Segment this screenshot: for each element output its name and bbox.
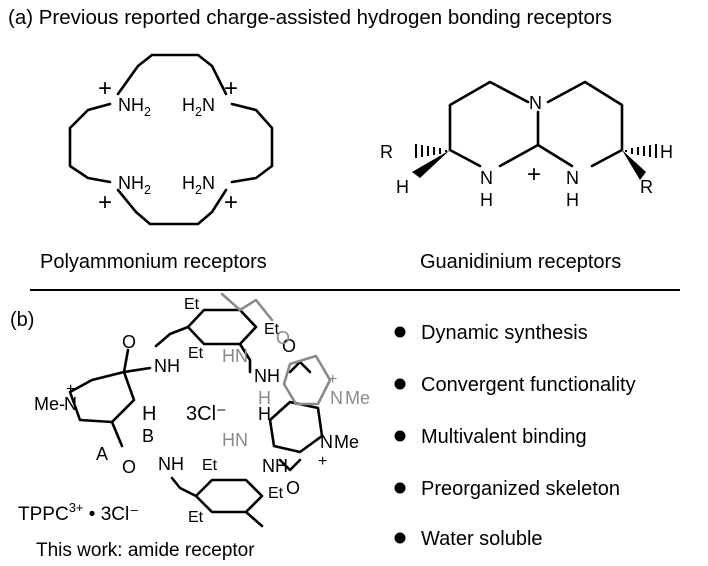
solid-wedge-left [412,150,450,178]
label-a: A [96,444,108,464]
top-amide-bond [122,348,152,374]
guan-plus: + [527,161,541,188]
rear-h: H [258,388,271,408]
guan-r-right: R [640,177,653,197]
upper-arene-ring [186,308,258,346]
rear-o-top: O [276,328,290,348]
guan-nh-left: N [480,168,493,188]
rear-hn-top: HN [222,346,248,366]
et-1: Et [184,296,200,313]
bond-left-bridge [68,102,112,184]
bond-right-bridge [230,102,274,184]
n-left: N [64,394,77,414]
plus-charge-3: + [98,189,112,216]
guan-r-left: R [380,142,393,162]
lower-arene-ring [194,478,264,514]
rear-bridge-top [238,298,274,322]
h-right: H [258,404,271,424]
bond-right-ring [546,80,624,168]
rear-hn-bottom: HN [222,430,248,450]
h2n-bottom-right: H2N [182,173,215,197]
rear-plus: + [328,371,337,388]
compound-name: TPPC3+ • 3Cl⁻ [18,500,139,525]
plus-left: + [66,381,75,398]
guanidinium-caption: Guanidinium receptors [420,251,621,273]
upper-left-ch2 [154,325,190,348]
h-left: H [142,403,156,425]
guan-n-top: N [529,93,542,113]
bullet-1 [394,326,406,338]
lower-arene-wedge [244,510,264,528]
label-b: B [142,426,154,446]
polyammonium-structure: NH2 H2N NH2 H2N + + + + [68,53,274,226]
bullet-5 [394,532,406,544]
guanidinium-structure: N N H N H R H H R + [380,80,673,210]
bottom-amide-nh: NH [158,454,184,474]
et-3: Et [188,345,204,362]
pyridinium-a-ring [68,370,136,424]
et-2: Et [264,321,280,338]
upper-arene-wedge [220,292,242,312]
rear-me: Me [345,388,370,408]
bottom-amide-o: O [122,457,136,477]
et-4: Et [202,457,218,474]
rear-pyridinium-ring [282,354,332,406]
right-nh-top: NH [254,366,280,386]
me-left: Me- [34,394,65,414]
counterion-center: 3Cl⁻ [186,403,227,425]
n-right: N [320,432,333,452]
solid-wedge-right [622,150,646,180]
hash-wedge-left [415,144,447,158]
panel-a-title: (a) Previous reported charge-assisted hy… [8,6,612,29]
guan-nh-right-h: H [566,190,579,210]
bond-center-right [536,143,574,168]
plus-right: + [318,453,327,470]
guan-nh-left-h: H [480,190,493,210]
right-amide-bottom-bond [278,458,302,472]
feature-2: Convergent functionality [421,374,636,396]
feature-3: Multivalent binding [421,426,587,448]
pyridinium-right-ring [268,400,324,454]
et-5: Et [268,485,284,502]
guan-h-right: H [660,142,673,162]
upper-right-ch2 [238,342,252,374]
tppc-structure: Et Et Et O NH Me- N + H B A 3Cl⁻ O NH Et… [34,292,370,528]
bullet-3 [394,430,406,442]
h2n-top-right: H2N [182,95,215,119]
guan-nh-right: N [566,168,579,188]
right-o-top: O [282,336,296,356]
bullet-2 [394,378,406,390]
rear-n: N [330,388,343,408]
feature-5: Water soluble [421,528,543,550]
plus-charge-1: + [98,75,112,102]
right-o-bottom: O [286,478,300,498]
plus-charge-4: + [224,189,238,216]
plus-charge-2: + [224,75,238,102]
panel-b-label: (b) [10,309,34,331]
bullet-4 [394,482,406,494]
bond-bottom-bridge [116,188,228,226]
feature-list: Dynamic synthesis Convergent functionali… [394,322,636,550]
panel-b-caption: This work: amide receptor [36,540,255,561]
guan-h-left: H [396,177,409,197]
bond-center-left [498,143,540,168]
top-amide-o: O [122,332,136,352]
top-amide-nh: NH [154,356,180,376]
right-nh-bottom: NH [262,456,288,476]
bond-top-bridge [116,53,228,96]
me-right: Me [334,432,359,452]
polyammonium-caption: Polyammonium receptors [40,251,267,273]
hash-wedge-right [625,144,657,158]
feature-1: Dynamic synthesis [421,322,588,344]
lower-left-ch2 [170,476,198,498]
bond-left-ring [448,80,530,168]
pyridinium-to-bottom-amide [110,420,124,448]
et-6: Et [188,509,204,526]
nh2-top-left: NH2 [118,95,151,119]
feature-4: Preorganized skeleton [421,478,620,500]
nh2-bottom-left: NH2 [118,173,151,197]
